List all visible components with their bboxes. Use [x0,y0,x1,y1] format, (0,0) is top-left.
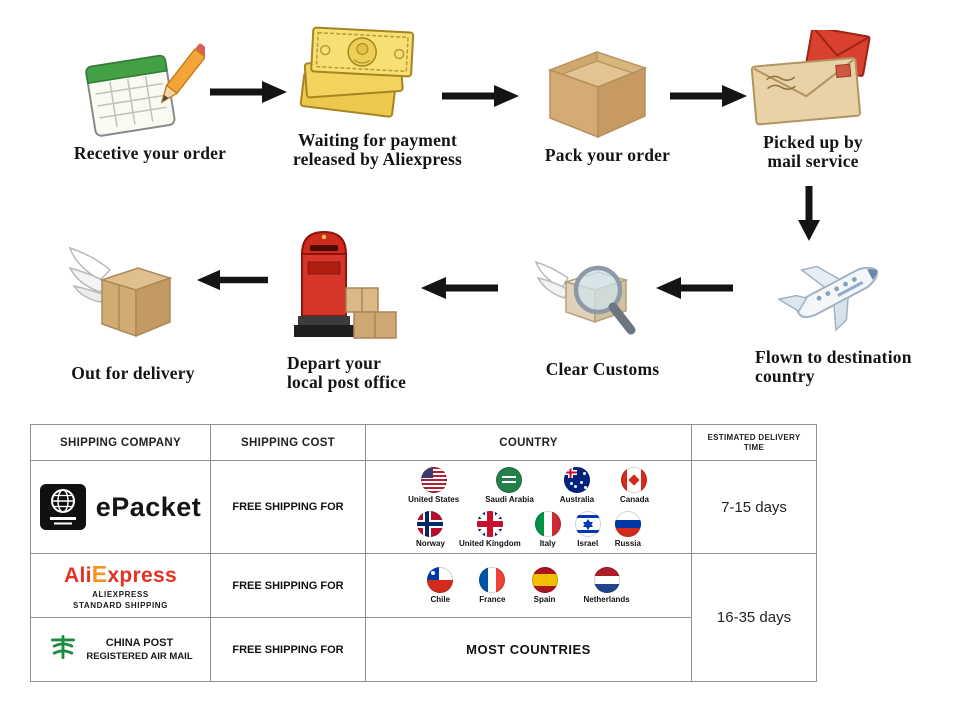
flag-icon [496,466,523,493]
epacket-cost-cell: FREE SHIPPING FOR [210,460,366,554]
flag-row-2: Norway United Kingdom Italy [416,510,641,548]
flow-arrow-left-1 [656,277,733,299]
customs-inspection-icon [534,260,636,335]
package-box-icon [547,51,648,139]
shipping-table: SHIPPING COMPANY SHIPPING COST COUNTRY E… [30,424,817,682]
country-flag-spain: Spain [531,567,558,604]
flow-arrow-right-2 [442,85,519,107]
country-flag-united-kingdom: United Kingdom [459,510,521,548]
post-office-postbox-icon [294,230,397,339]
epacket-delivery-cell: 7-15 days [691,460,817,554]
flag-icon [614,510,641,537]
step-label-depart: Depart your local post office [287,353,407,392]
flow-arrow-right-3 [670,85,747,107]
flag-icon [563,466,590,493]
flow-arrow-down [798,186,820,241]
flag-icon [427,567,454,593]
chinapost-name-line2: REGISTERED AIR MAIL [86,651,193,662]
country-flag-united-states: United States [408,466,459,504]
table-row-aliexpress: AliExpress ALIEXPRESS STANDARD SHIPPING … [30,553,817,682]
aliexpress-subtitle-2: STANDARD SHIPPING [73,601,168,610]
header-country: COUNTRY [365,424,692,461]
epacket-logo-icon [39,484,86,530]
aliexpress-company-cell: AliExpress ALIEXPRESS STANDARD SHIPPING [30,553,211,618]
flag-icon [621,466,648,493]
country-flag-australia: Australia [560,466,594,504]
flag-row-1: United States Saudi Arabia Australia [408,466,649,504]
country-flag-israel: Israel [574,510,601,548]
merged-delivery-cell: 16-35 days [691,553,817,682]
header-shipping-cost: SHIPPING COST [210,424,366,461]
country-flag-chile: Chile [427,567,454,604]
step-label-payment: Waiting for payment released by Aliexpre… [292,130,463,169]
flag-icon [531,567,558,593]
flag-icon [417,510,444,537]
chinapost-cost-cell: FREE SHIPPING FOR [210,617,366,682]
chinapost-country-cell: MOST COUNTRIES [365,617,692,682]
receive-order-icon [85,43,205,137]
out-for-delivery-winged-box-icon [68,246,173,338]
header-delivery-time: ESTIMATED DELIVERY TIME [691,424,817,461]
step-label-flown: Flown to destination country [755,347,912,386]
country-flag-russia: Russia [614,510,641,548]
country-flag-norway: Norway [416,510,445,548]
table-header-row: SHIPPING COMPANY SHIPPING COST COUNTRY E… [30,424,817,461]
flag-icon [479,567,506,593]
epacket-name: ePacket [95,491,202,522]
table-row-chinapost: CHINA POST REGISTERED AIR MAIL FREE SHIP… [30,617,817,682]
flag-icon [593,567,620,593]
flag-icon [574,510,601,537]
china-post-logo-icon [48,632,78,667]
country-flag-italy: Italy [534,510,561,548]
aliexpress-logo: AliExpress [64,561,177,587]
flow-arrow-right-1 [210,81,287,103]
airplane-icon [778,265,879,332]
epacket-company-cell: ePacket [30,460,211,554]
flag-icon [534,510,561,537]
aliexpress-country-cell: Chile France Spain Netherlands [365,553,692,618]
aliexpress-cost-cell: FREE SHIPPING FOR [210,553,366,618]
table-row-epacket: ePacket FREE SHIPPING FOR United States [30,460,817,554]
step-label-receive-order: Recetive your order [73,143,227,163]
mail-pickup-envelope-icon [750,30,871,126]
chinapost-name-line1: CHINA POST [105,637,174,649]
step-label-out-for-delivery: Out for delivery [71,363,195,383]
chinapost-company-cell: CHINA POST REGISTERED AIR MAIL [30,617,211,682]
country-flag-canada: Canada [620,466,649,504]
country-flag-saudi-arabia: Saudi Arabia [485,466,534,504]
flow-arrow-left-2 [421,277,498,299]
payment-money-icon [299,26,415,118]
step-label-customs: Clear Customs [545,359,660,379]
step-label-pickup: Picked up by mail service [763,132,863,171]
aliexpress-subtitle-1: ALIEXPRESS [92,590,149,599]
flag-row-3: Chile France Spain Netherlands [366,567,691,604]
flag-icon [420,466,447,493]
header-shipping-company: SHIPPING COMPANY [30,424,211,461]
country-flag-france: France [479,567,506,604]
flag-icon [476,510,503,537]
step-label-pack-order: Pack your order [544,145,671,165]
epacket-country-cell: United States Saudi Arabia Australia [365,460,692,554]
flow-arrow-left-3 [196,269,268,291]
country-flag-netherlands: Netherlands [584,567,630,604]
